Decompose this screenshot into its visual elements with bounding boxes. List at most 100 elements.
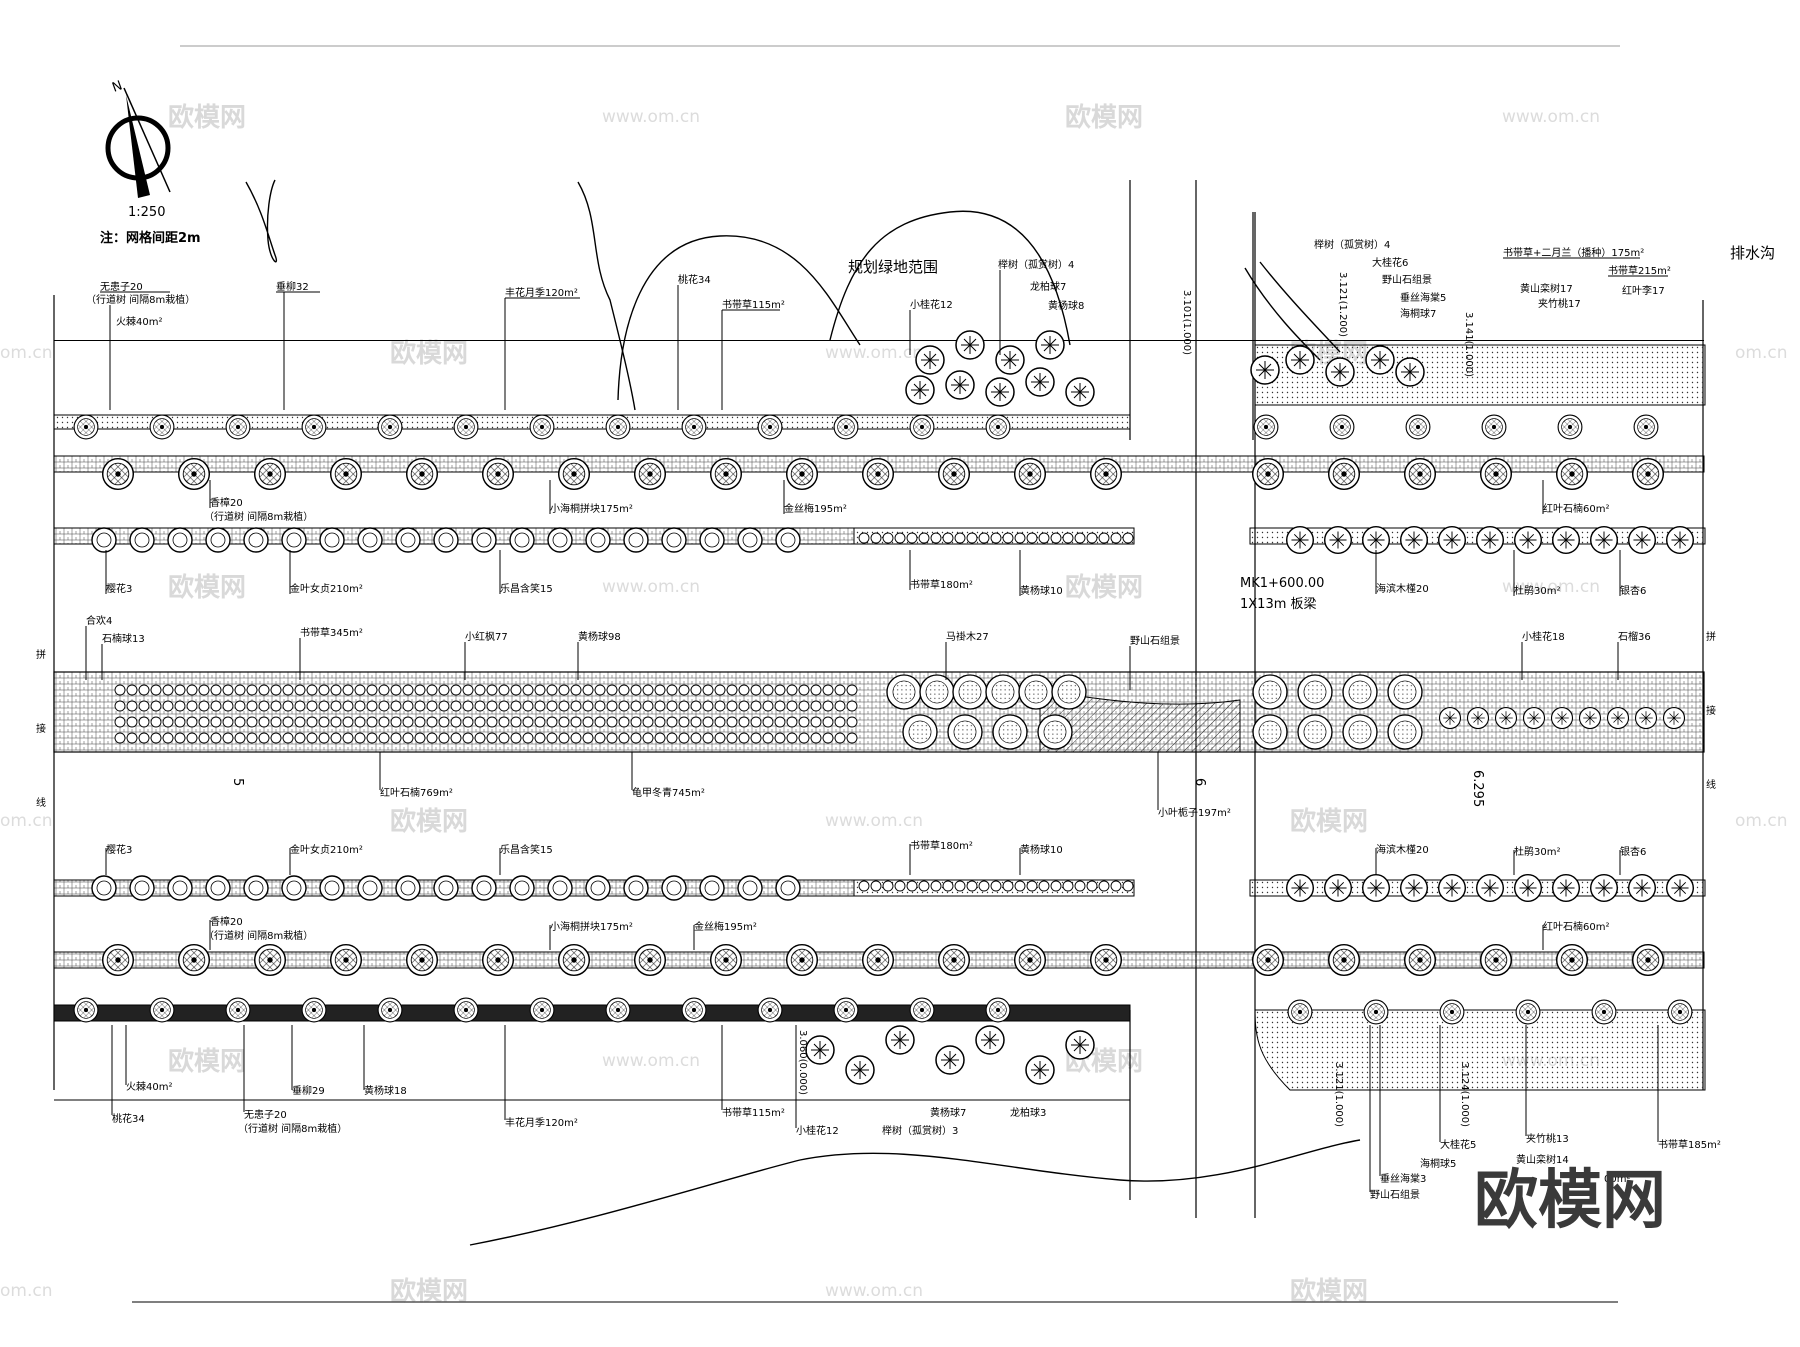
- shrub-symbol: [114, 716, 126, 728]
- shrub-symbol: [726, 684, 738, 696]
- treeB-symbol: [905, 375, 935, 405]
- shrub-symbol: [654, 684, 666, 696]
- shrub-symbol: [486, 716, 498, 728]
- treeA-symbol: [253, 943, 287, 977]
- treeA-symbol: [681, 414, 707, 440]
- shrub-symbol: [1014, 880, 1026, 892]
- treeB-symbol: [1323, 525, 1353, 555]
- treeC-symbol: [281, 875, 307, 901]
- treeA-symbol: [681, 997, 707, 1023]
- shrub-symbol: [186, 732, 198, 744]
- shrub-symbol: [690, 716, 702, 728]
- treeA-symbol: [1327, 943, 1361, 977]
- treeA-symbol: [633, 457, 667, 491]
- shrub-symbol: [966, 880, 978, 892]
- shrub-symbol: [702, 716, 714, 728]
- watermark: 欧模网: [168, 1046, 246, 1077]
- shrub-symbol: [810, 700, 822, 712]
- treeA-symbol: [1515, 999, 1541, 1025]
- label: 香樟20: [210, 915, 243, 928]
- shrub-symbol: [630, 716, 642, 728]
- treeB-symbol: [1285, 873, 1315, 903]
- shrub-symbol: [810, 732, 822, 744]
- shrub-symbol: [702, 732, 714, 744]
- treeB-symbol: [1466, 706, 1490, 730]
- shrub-symbol: [210, 684, 222, 696]
- treeA-symbol: [377, 414, 403, 440]
- shrub-symbol: [942, 880, 954, 892]
- shrub-symbol: [510, 700, 522, 712]
- shrub-symbol: [498, 684, 510, 696]
- treeA-symbol: [253, 457, 287, 491]
- treeC-symbol: [699, 875, 725, 901]
- treeB-symbol: [955, 330, 985, 360]
- watermark-url: www.om.cn: [825, 811, 923, 831]
- shrub-symbol: [210, 732, 222, 744]
- shrub-symbol: [918, 880, 930, 892]
- shrub-symbol: [1110, 880, 1122, 892]
- treeB-symbol: [915, 345, 945, 375]
- treeC-symbol: [167, 527, 193, 553]
- shrub-symbol: [546, 700, 558, 712]
- shrub-symbol: [342, 684, 354, 696]
- svg-text:线: 线: [1706, 778, 1716, 791]
- shrub-symbol: [666, 732, 678, 744]
- treeB-symbol: [845, 1055, 875, 1085]
- shrub-symbol: [522, 732, 534, 744]
- shrub-symbol: [762, 732, 774, 744]
- shrub-symbol: [534, 716, 546, 728]
- treeA-symbol: [557, 457, 591, 491]
- shrub-symbol: [630, 732, 642, 744]
- treeC-symbol: [623, 527, 649, 553]
- treeB-symbol: [985, 377, 1015, 407]
- treeA-symbol: [329, 943, 363, 977]
- shrub-symbol: [678, 732, 690, 744]
- shrub-symbol: [462, 684, 474, 696]
- treeA-symbol: [1591, 999, 1617, 1025]
- label: 海桐球5: [1420, 1157, 1456, 1170]
- shrub-symbol: [402, 684, 414, 696]
- treeA-symbol: [177, 457, 211, 491]
- treeA-symbol: [861, 457, 895, 491]
- shrub-symbol: [474, 700, 486, 712]
- bigTree-symbol: [1051, 674, 1087, 710]
- label: 书带草180m²: [910, 840, 973, 852]
- shrub-symbol: [738, 732, 750, 744]
- label: 垂柳29: [292, 1084, 325, 1097]
- shrub-symbol: [222, 716, 234, 728]
- treeA-symbol: [1013, 943, 1047, 977]
- shrub-symbol: [114, 684, 126, 696]
- shrub-symbol: [1038, 880, 1050, 892]
- label: 野山石组景: [1130, 634, 1180, 647]
- treeA-symbol: [1287, 999, 1313, 1025]
- treeB-symbol: [1438, 706, 1462, 730]
- label: 书带草185m²: [1658, 1139, 1721, 1151]
- shrub-symbol: [450, 732, 462, 744]
- shrub-symbol: [198, 732, 210, 744]
- label: 野山石组景: [1370, 1188, 1420, 1201]
- treeB-symbol: [1513, 525, 1543, 555]
- treeA-symbol: [785, 457, 819, 491]
- bigTree-symbol: [919, 674, 955, 710]
- shrub-symbol: [498, 700, 510, 712]
- shrub-symbol: [438, 732, 450, 744]
- shrub-symbol: [174, 732, 186, 744]
- shrub-symbol: [618, 684, 630, 696]
- shrub-symbol: [630, 700, 642, 712]
- shrub-symbol: [570, 716, 582, 728]
- label: 垂丝海棠3: [1380, 1172, 1426, 1185]
- shrub-symbol: [750, 700, 762, 712]
- treeB-symbol: [1551, 525, 1581, 555]
- shrub-symbol: [318, 716, 330, 728]
- shrub-symbol: [126, 700, 138, 712]
- shrub-symbol: [570, 700, 582, 712]
- shrub-symbol: [222, 684, 234, 696]
- label: 海滨木槿20: [1376, 843, 1429, 856]
- label: 合欢4: [86, 614, 112, 627]
- shrub-symbol: [798, 700, 810, 712]
- treeB-symbol: [1606, 706, 1630, 730]
- svg-text:拼: 拼: [36, 648, 46, 661]
- treeB-symbol: [1578, 706, 1602, 730]
- shrub-symbol: [198, 716, 210, 728]
- treeB-symbol: [1589, 525, 1619, 555]
